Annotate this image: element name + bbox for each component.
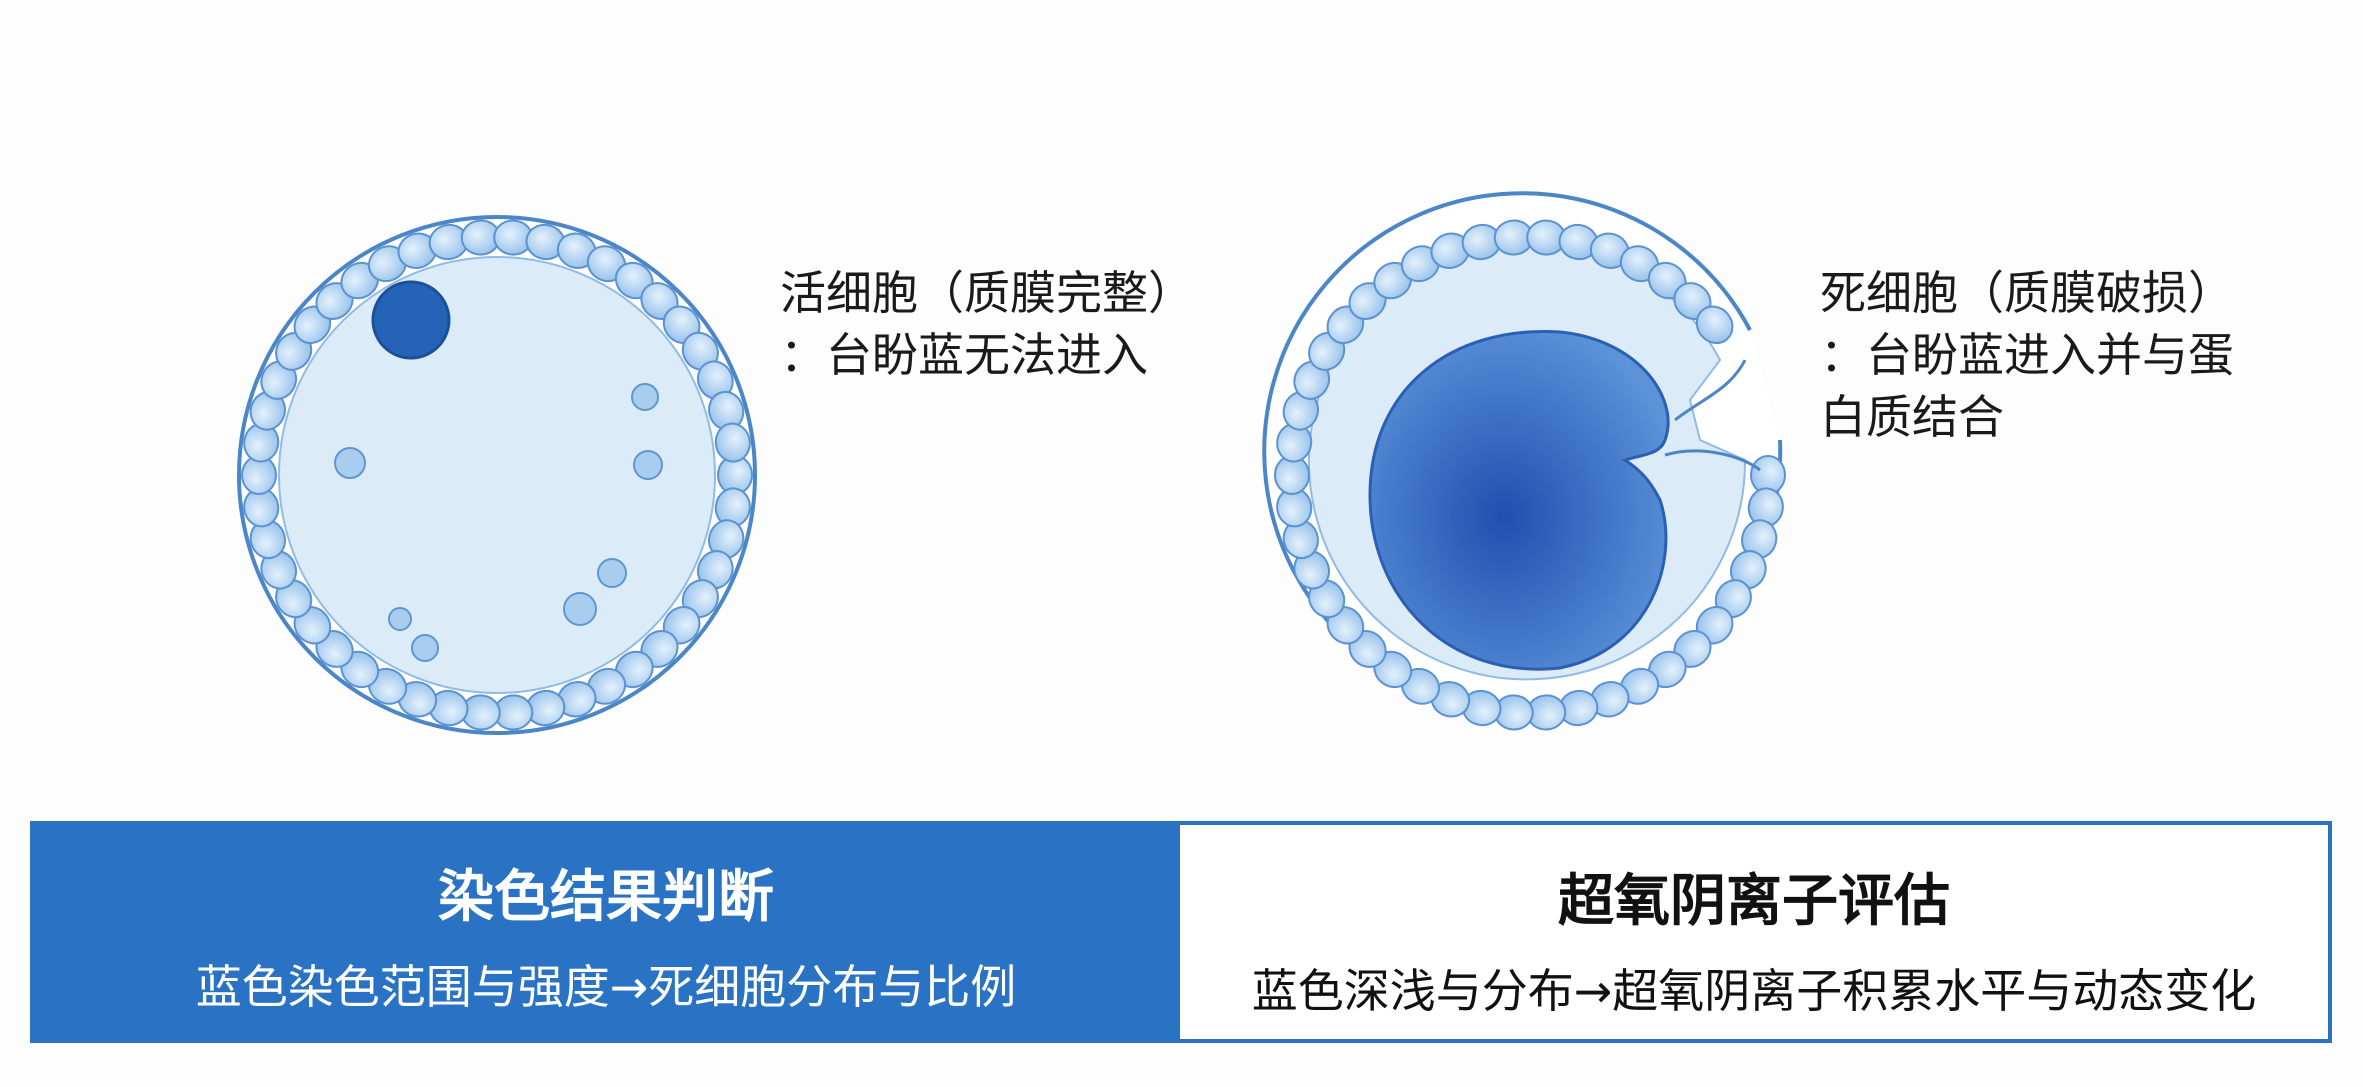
membrane-rupture [1664,359,1761,472]
cell-illustration [237,191,1786,735]
live-cell [237,215,757,735]
vesicle [563,592,597,626]
dead-cell-label: 死细胞（质膜破损） ：台盼蓝进入并与蛋 白质结合 [1820,262,2300,448]
superoxide-evaluation-panel: 超氧阴离子评估 蓝色深浅与分布→超氧阴离子积累水平与动态变化 [1180,821,2332,1043]
stained-cytoplasm [1368,329,1670,671]
dead-cell-label-line: ：台盼蓝进入并与蛋 [1820,328,2234,382]
vesicle [631,383,659,411]
panel-title: 染色结果判断 [438,865,774,930]
vesicle [334,447,366,479]
membrane-bead [714,422,751,463]
dead-cell-label-line: 白质结合 [1820,390,2004,444]
live-cell-label: 活细胞（质膜完整） ：台盼蓝无法进入 [780,262,1240,386]
vesicle [411,634,439,662]
vesicle [388,607,412,631]
panel-title: 超氧阴离子评估 [1558,869,1950,934]
live-cell-label-line: ：台盼蓝无法进入 [780,328,1148,382]
membrane-bead [1695,305,1734,345]
vesicle [597,558,627,588]
dead-cell-label-line: 死细胞（质膜破损） [1820,266,2234,320]
live-cell-label-line: 活细胞（质膜完整） [780,266,1194,320]
dead-cell [1262,191,1786,731]
panel-subtitle: 蓝色深浅与分布→超氧阴离子积累水平与动态变化 [1251,964,2257,1018]
panel-subtitle: 蓝色染色范围与强度→死细胞分布与比例 [195,960,1017,1014]
vesicle [633,450,663,480]
staining-result-panel: 染色结果判断 蓝色染色范围与强度→死细胞分布与比例 [30,821,1182,1043]
vesicle [371,280,451,360]
